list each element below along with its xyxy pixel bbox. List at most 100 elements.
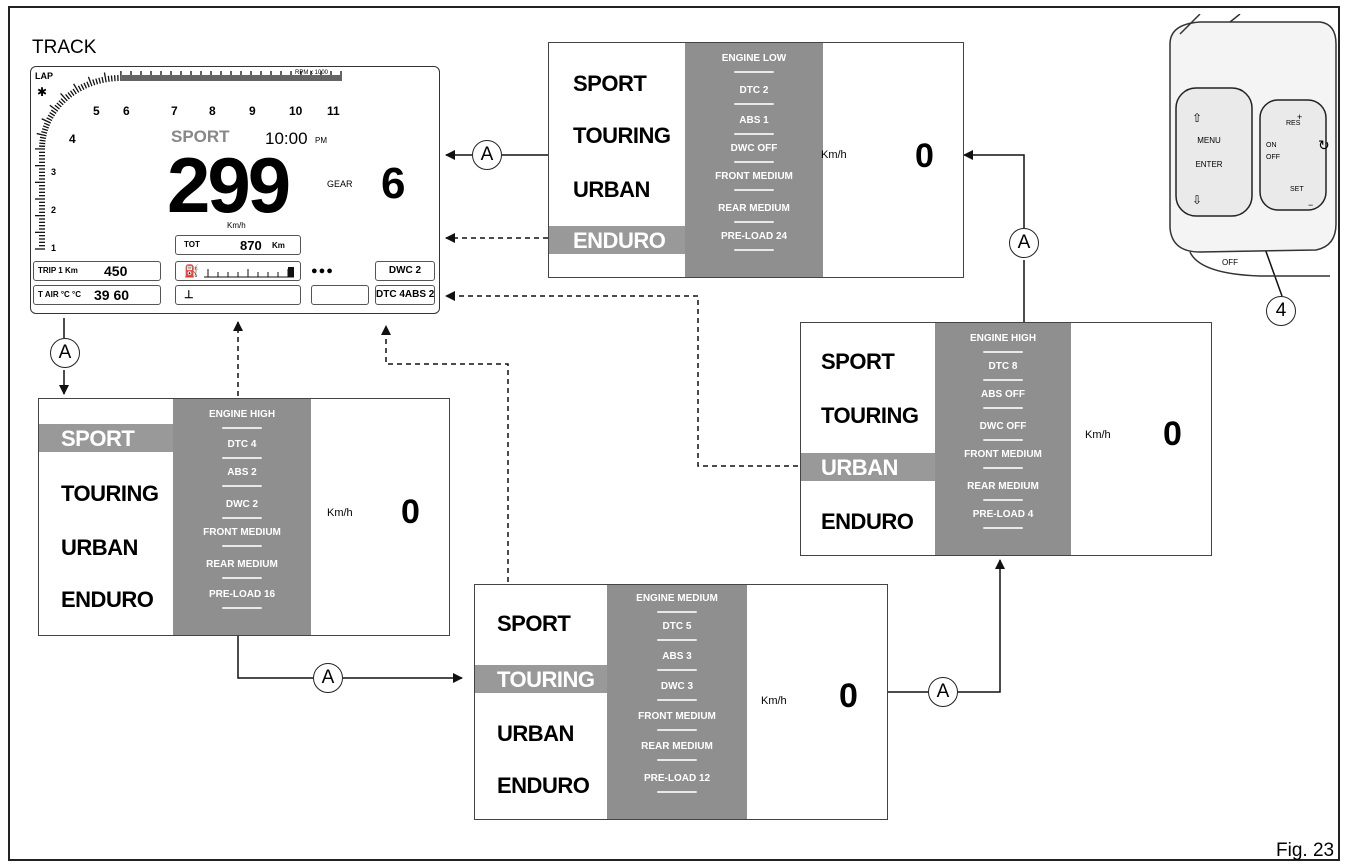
mode-urban: URBAN bbox=[61, 535, 138, 560]
mode-sport-selected: SPORT bbox=[61, 426, 135, 451]
rpm-tick bbox=[39, 136, 47, 140]
param-rear: REAR MEDIUM bbox=[206, 559, 278, 570]
rpm-tick bbox=[67, 92, 73, 98]
param-dwc: DWC OFF bbox=[730, 143, 778, 154]
rpm-tick-label: 8 bbox=[209, 104, 216, 118]
sport-selected-bar bbox=[39, 424, 173, 452]
dtc-box: DTC 4ABS 2 bbox=[375, 285, 435, 305]
callout-a-right: A bbox=[1009, 228, 1039, 258]
rpm-tick-label: 3 bbox=[51, 167, 56, 177]
air-temp-value: 39 60 bbox=[94, 287, 130, 303]
param-dtc: DTC 4 bbox=[227, 439, 257, 450]
param-abs: ABS OFF bbox=[981, 389, 1025, 400]
callout-a-bottom: A bbox=[313, 663, 343, 693]
blank-box bbox=[311, 285, 369, 305]
line-sport-a bbox=[237, 636, 313, 679]
fuel-gauge bbox=[204, 267, 294, 278]
figure-label: Fig. 23 bbox=[1276, 840, 1335, 861]
enduro-selected-bar bbox=[549, 226, 685, 254]
rpm-tick bbox=[50, 109, 57, 115]
param-engine: ENGINE HIGH bbox=[208, 409, 276, 420]
rpm-tick bbox=[107, 75, 110, 82]
rpm-tick bbox=[92, 79, 96, 86]
mode-urban: URBAN bbox=[497, 721, 574, 746]
param-abs: ABS 2 bbox=[227, 467, 257, 478]
dashed-touring-return bbox=[381, 325, 509, 582]
dash-mode: SPORT bbox=[171, 127, 230, 146]
arrow-to-enduro bbox=[963, 150, 1025, 228]
param-dtc: DTC 2 bbox=[739, 85, 769, 96]
mode-touring: TOURING bbox=[61, 481, 159, 506]
rpm-tick bbox=[58, 100, 64, 106]
dash-speed-unit: Km/h bbox=[227, 221, 246, 230]
rpm-tick bbox=[56, 102, 62, 108]
enduro-speed: 0 bbox=[915, 137, 934, 175]
switch-enter-label: ENTER bbox=[1195, 160, 1223, 169]
coolant-box: ⊥ bbox=[175, 285, 301, 305]
mode-enduro-selected: ENDURO bbox=[573, 228, 666, 253]
sport-speed-unit: Km/h bbox=[327, 507, 353, 519]
param-engine: ENGINE MEDIUM bbox=[636, 593, 718, 604]
rpm-tick bbox=[41, 130, 48, 134]
sport-speed: 0 bbox=[401, 493, 420, 531]
mode-urban: URBAN bbox=[573, 177, 650, 202]
screen-urban: SPORT TOURING URBAN ENDURO ENGINE HIGH D… bbox=[800, 322, 1212, 556]
mode-enduro: ENDURO bbox=[497, 773, 590, 798]
rpm-tick-label: 2 bbox=[51, 205, 56, 215]
rpm-tick bbox=[110, 75, 113, 82]
track-label: TRACK bbox=[32, 37, 97, 58]
mode-sport: SPORT bbox=[573, 71, 647, 96]
mode-sport: SPORT bbox=[821, 349, 895, 374]
rpm-tick bbox=[103, 72, 107, 83]
plus-icon: + bbox=[1297, 112, 1302, 122]
rpm-tick bbox=[60, 93, 68, 102]
switch-off-label: OFF bbox=[1266, 154, 1280, 161]
tot-unit: Km bbox=[272, 241, 285, 250]
param-preload: PRE-LOAD 12 bbox=[643, 773, 711, 784]
rpm-tick bbox=[80, 84, 85, 90]
param-preload: PRE-LOAD 4 bbox=[972, 509, 1034, 520]
param-dtc: DTC 5 bbox=[662, 621, 692, 632]
switch-menu-label: MENU bbox=[1197, 136, 1221, 145]
on-off-set-button[interactable] bbox=[1259, 99, 1327, 211]
enduro-params: ENGINE LOW DTC 2 ABS 1 DWC OFF FRONT MED… bbox=[685, 43, 823, 277]
handlebar-switch: ⇧ ⇩ + ↻ − bbox=[1169, 14, 1337, 277]
menu-enter-button[interactable] bbox=[1175, 87, 1253, 217]
rpm-tick-label: 1 bbox=[51, 243, 56, 253]
bluetooth-icon: ✱ bbox=[37, 85, 48, 99]
trip-box: TRIP 1 Km 450 bbox=[33, 261, 161, 281]
callout-a-left: A bbox=[50, 338, 80, 368]
trip-value: 450 bbox=[104, 263, 128, 279]
touring-speed-unit: Km/h bbox=[761, 695, 787, 707]
callout-button-number: 4 bbox=[1266, 296, 1296, 326]
urban-speed: 0 bbox=[1163, 415, 1182, 453]
rpm-tick-label: 10 bbox=[289, 104, 303, 118]
lap-label: LAP bbox=[35, 71, 53, 81]
param-preload: PRE-LOAD 16 bbox=[208, 589, 276, 600]
rpm-tick bbox=[60, 98, 66, 104]
dwc-box: DWC 2 bbox=[375, 261, 435, 281]
cruise-icon: ↻ bbox=[1318, 137, 1330, 153]
rpm-tick bbox=[46, 117, 53, 122]
enduro-speed-unit: Km/h bbox=[821, 149, 847, 161]
arrow-to-urban bbox=[958, 559, 1005, 693]
param-dwc: DWC OFF bbox=[979, 421, 1027, 432]
rpm-tick bbox=[95, 78, 99, 85]
rpm-tick-label: 6 bbox=[123, 104, 130, 118]
param-engine: ENGINE HIGH bbox=[969, 333, 1037, 344]
switch-set-label: SET bbox=[1290, 186, 1304, 193]
rpm-tick bbox=[36, 132, 47, 137]
figure-frame bbox=[8, 6, 1340, 861]
param-front: FRONT MEDIUM bbox=[964, 449, 1042, 460]
rpm-tick bbox=[77, 85, 82, 92]
screen-touring: SPORT TOURING URBAN ENDURO ENGINE MEDIUM… bbox=[474, 584, 888, 820]
param-front: FRONT MEDIUM bbox=[203, 527, 281, 538]
mode-touring: TOURING bbox=[573, 123, 671, 148]
rpm-tick-label: 5 bbox=[93, 104, 100, 118]
rpm-tick bbox=[49, 104, 59, 112]
callout-a-right-bottom: A bbox=[928, 677, 958, 707]
fuel-pump-icon: ⛽ bbox=[184, 264, 199, 278]
rpm-tick bbox=[43, 122, 50, 127]
